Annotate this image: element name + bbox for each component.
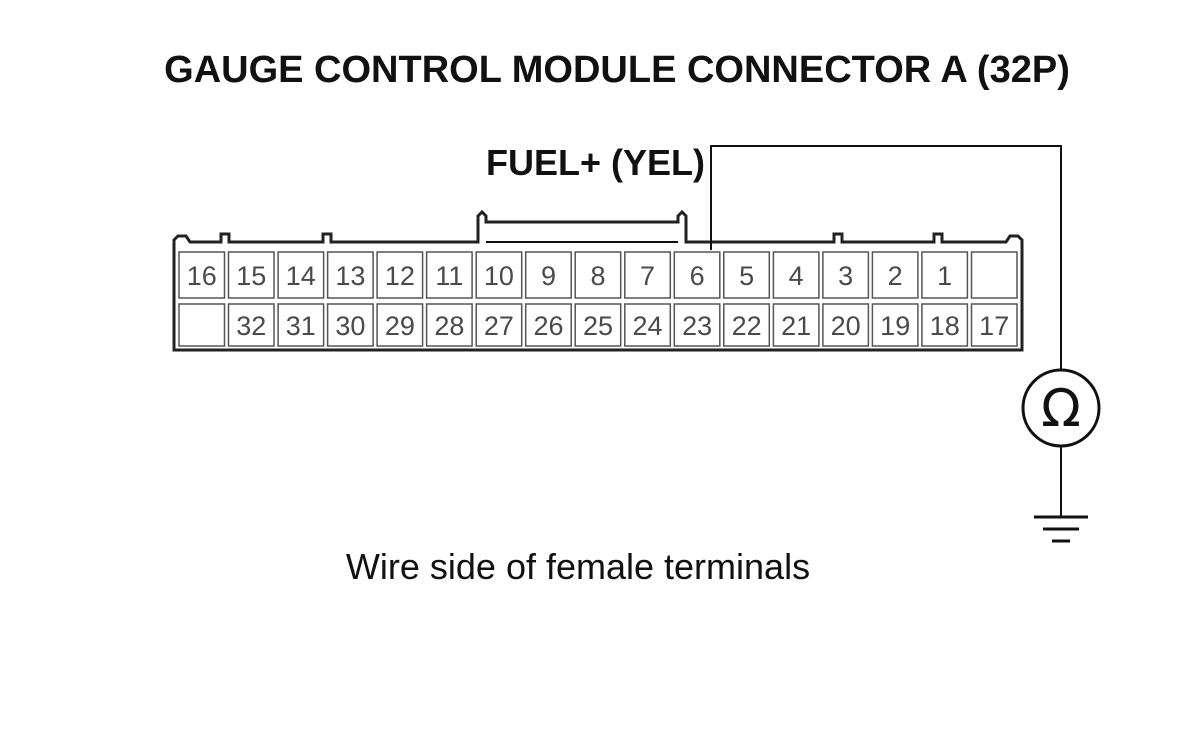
pin-cell-14: [277, 251, 325, 299]
pin-cell-17: [970, 303, 1018, 347]
connector-top-row: 16 15 14 13 12 11 10 9 8 7 6 5 4 3 2 1: [178, 251, 1018, 299]
pin-number-13: 13: [335, 261, 365, 291]
pin-number-4: 4: [789, 261, 804, 291]
pin-cell-23: [673, 303, 721, 347]
pin-cell-18: [921, 303, 969, 347]
pin-number-10: 10: [484, 261, 514, 291]
pin-cell-10: [475, 251, 523, 299]
pin-number-17: 17: [979, 311, 1009, 341]
pin-number-5: 5: [739, 261, 754, 291]
pin-cell-13: [326, 251, 374, 299]
pin-number-14: 14: [286, 261, 316, 291]
pin-cell-19: [871, 303, 919, 347]
pin-number-2: 2: [888, 261, 903, 291]
blank-pin-cell: [178, 303, 226, 347]
diagram-caption: Wire side of female terminals: [346, 546, 810, 587]
pin-cell-2: [871, 251, 919, 299]
pin-number-12: 12: [385, 261, 415, 291]
pin-number-15: 15: [236, 261, 266, 291]
pin-cell-11: [425, 251, 473, 299]
pin-number-26: 26: [533, 311, 563, 341]
pin-number-19: 19: [880, 311, 910, 341]
pin-number-3: 3: [838, 261, 853, 291]
pin-cell-27: [475, 303, 523, 347]
pin-number-16: 16: [187, 261, 217, 291]
diagram-title: GAUGE CONTROL MODULE CONNECTOR A (32P): [164, 49, 1070, 91]
pin-number-20: 20: [831, 311, 861, 341]
pin-cell-26: [524, 303, 572, 347]
pin-number-23: 23: [682, 311, 712, 341]
pin-cell-9: [524, 251, 572, 299]
pin-number-18: 18: [930, 311, 960, 341]
ohm-symbol: Ω: [1041, 379, 1081, 439]
pin-number-9: 9: [541, 261, 556, 291]
pin-cell-31: [277, 303, 325, 347]
pin-cell-22: [723, 303, 771, 347]
pin-cell-30: [326, 303, 374, 347]
ohmmeter-icon: Ω: [1021, 368, 1101, 448]
pin-cell-16: [178, 251, 226, 299]
pin-number-22: 22: [732, 311, 762, 341]
pin-number-29: 29: [385, 311, 415, 341]
connector-bottom-row: 32 31 30 29 28 27 26 25 24 23 22 21 20 19 18 17: [178, 303, 1018, 347]
pin-cell-28: [425, 303, 473, 347]
blank-pin-cell: [970, 251, 1018, 299]
pin-number-11: 11: [435, 261, 463, 291]
pin-cell-5: [723, 251, 771, 299]
pin-number-32: 32: [236, 311, 266, 341]
pin-number-21: 21: [781, 311, 811, 341]
pin-number-24: 24: [632, 311, 662, 341]
wire-label: FUEL+ (YEL): [486, 142, 705, 183]
pin-cell-25: [574, 303, 622, 347]
pin-cell-32: [227, 303, 275, 347]
pin-cell-15: [227, 251, 275, 299]
pin-cell-24: [624, 303, 672, 347]
pin-cell-29: [376, 303, 424, 347]
pin-number-7: 7: [640, 261, 655, 291]
pin-cell-8: [574, 251, 622, 299]
pin-number-6: 6: [690, 261, 705, 291]
pin-cell-20: [822, 303, 870, 347]
pin-cell-21: [772, 303, 820, 347]
pin-cell-3: [822, 251, 870, 299]
pin-cell-4: [772, 251, 820, 299]
pin-number-1: 1: [937, 261, 952, 291]
pin-cell-1: [921, 251, 969, 299]
pin-number-8: 8: [590, 261, 605, 291]
ground-icon: [1034, 515, 1088, 543]
probe-wire: [710, 145, 1062, 370]
pin-number-28: 28: [434, 311, 464, 341]
pin-number-27: 27: [484, 311, 514, 341]
pin-cell-7: [624, 251, 672, 299]
pin-cell-6: [673, 251, 721, 299]
pin-number-30: 30: [335, 311, 365, 341]
pin-cell-12: [376, 251, 424, 299]
pin-number-25: 25: [583, 311, 613, 341]
pin-number-31: 31: [286, 311, 316, 341]
